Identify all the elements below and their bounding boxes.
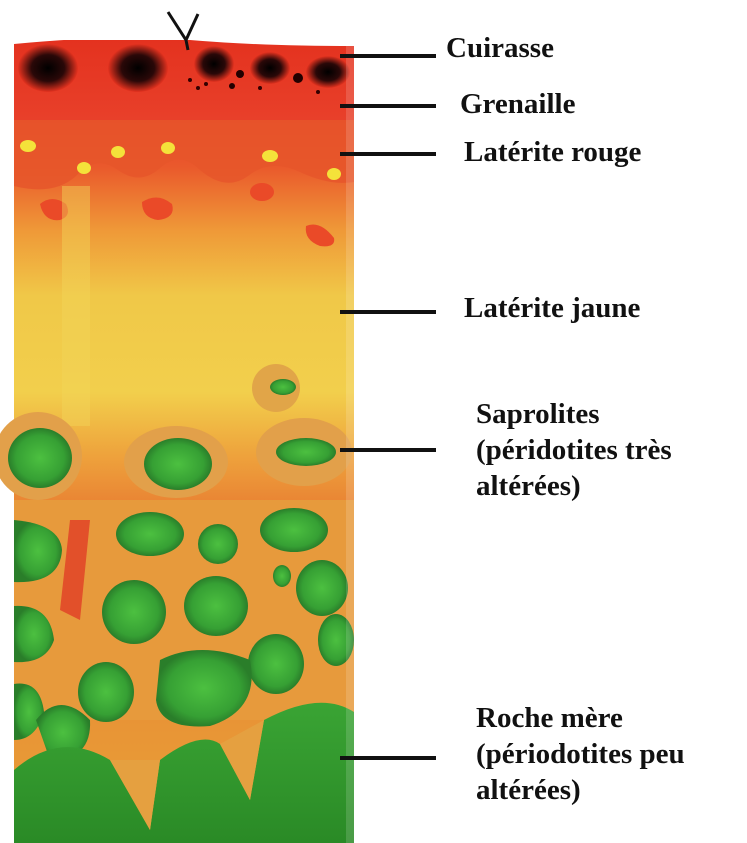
profile-edge-shade: [346, 40, 354, 843]
label-roche-mere: Roche mère (périodotites peu altérées): [476, 700, 685, 808]
leaching-channel: [62, 186, 90, 426]
label-saprolites: Saprolites (péridotites très altérées): [476, 396, 672, 504]
label-laterite-jaune: Latérite jaune: [464, 290, 640, 326]
leader-lines: [340, 56, 436, 758]
label-cuirasse: Cuirasse: [446, 30, 554, 66]
label-laterite-rouge: Latérite rouge: [464, 134, 641, 170]
label-grenaille: Grenaille: [460, 86, 575, 122]
